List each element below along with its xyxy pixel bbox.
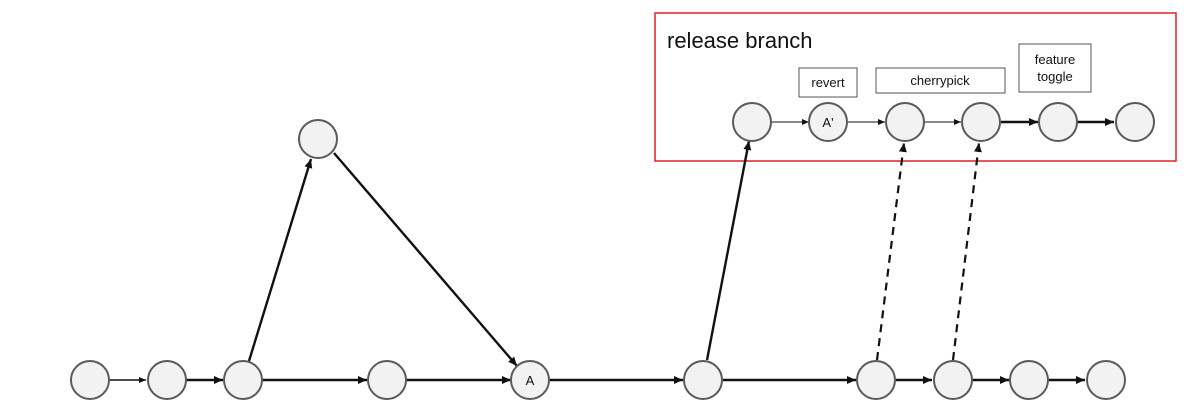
cherrypick-tag-box [875, 67, 1006, 94]
commit-node [1086, 360, 1126, 400]
revert-tag: revert [811, 75, 845, 90]
commit-node [933, 360, 973, 400]
edge-release-fork [705, 140, 752, 361]
commit-node [367, 360, 407, 400]
commit-label-a-prime: A' [822, 115, 833, 130]
cherrypick-edge-2 [951, 142, 982, 361]
release-branch-title: release branch [667, 28, 813, 53]
release-commit-node-a-prime [808, 102, 848, 142]
release-commit-node [961, 102, 1001, 142]
cherrypick-tag: cherrypick [910, 73, 970, 88]
feature-toggle-tag-line2: toggle [1037, 69, 1072, 84]
commit-node [70, 360, 110, 400]
commit-node [147, 360, 187, 400]
commit-node [856, 360, 896, 400]
commit-node-a [510, 360, 550, 400]
revert-tag-box [798, 67, 858, 98]
feature-toggle-tag-box [1018, 43, 1092, 93]
release-commit-node [732, 102, 772, 142]
release-commit-node [1038, 102, 1078, 142]
edge-branch-merge [333, 152, 518, 367]
edge-branch-out [247, 158, 313, 362]
release-branch-region [654, 12, 1177, 162]
commit-label-a: A [526, 373, 535, 388]
release-commit-node [885, 102, 925, 142]
feature-commit-node [298, 119, 338, 159]
release-commit-node [1115, 102, 1155, 142]
commit-node [223, 360, 263, 400]
cherrypick-edge-1 [875, 142, 907, 361]
commit-node [683, 360, 723, 400]
commit-node [1009, 360, 1049, 400]
feature-toggle-tag-line1: feature [1035, 52, 1075, 67]
